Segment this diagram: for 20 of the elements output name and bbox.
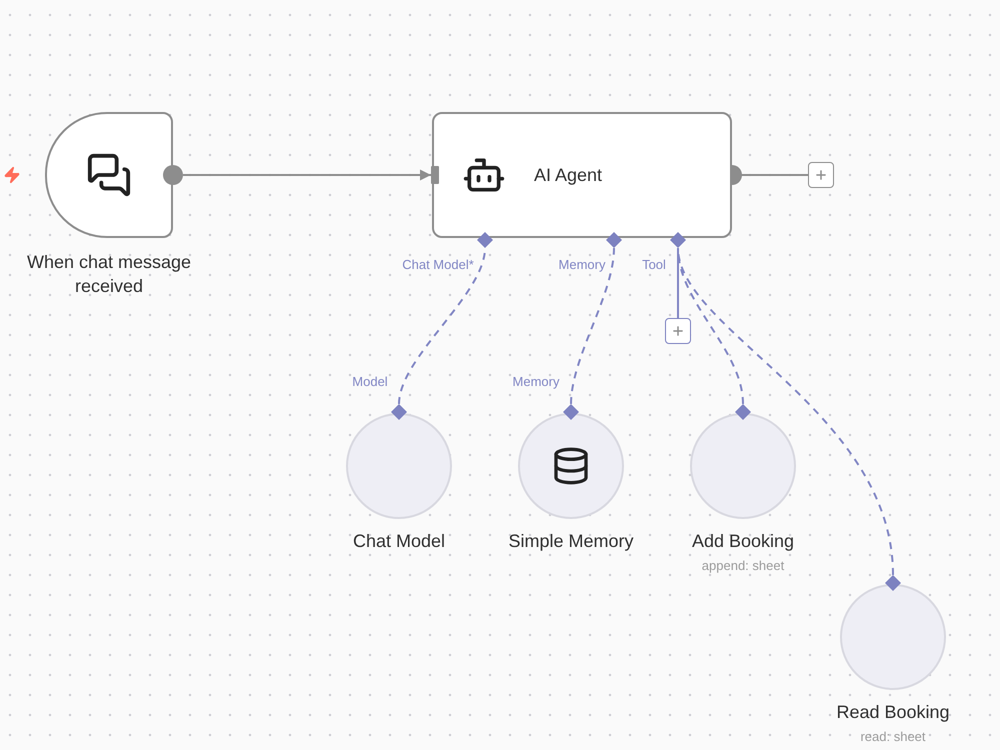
port-label: Tool	[642, 257, 666, 273]
add-button	[665, 318, 691, 344]
node-label: Read Booking	[836, 701, 950, 724]
port-label: Chat Model*	[402, 257, 474, 273]
node-label: Simple Memory	[508, 530, 634, 553]
node-label: Add Booking	[692, 530, 794, 553]
port-label: Model	[352, 374, 388, 390]
connector-line	[570, 248, 615, 404]
node-subtitle: append: sheet	[702, 558, 784, 574]
agent-node	[432, 112, 732, 238]
port-label: Memory	[558, 257, 606, 273]
node-label: Chat Model	[352, 530, 446, 553]
connector-line	[677, 248, 744, 404]
add-button	[808, 162, 834, 188]
node-label: When chat message received	[26, 251, 192, 298]
node-subtitle: read: sheet	[860, 729, 926, 745]
port-label: Memory	[512, 374, 560, 390]
node-label: AI Agent	[534, 164, 602, 187]
arrow	[183, 170, 431, 180]
connector-line	[677, 248, 679, 318]
